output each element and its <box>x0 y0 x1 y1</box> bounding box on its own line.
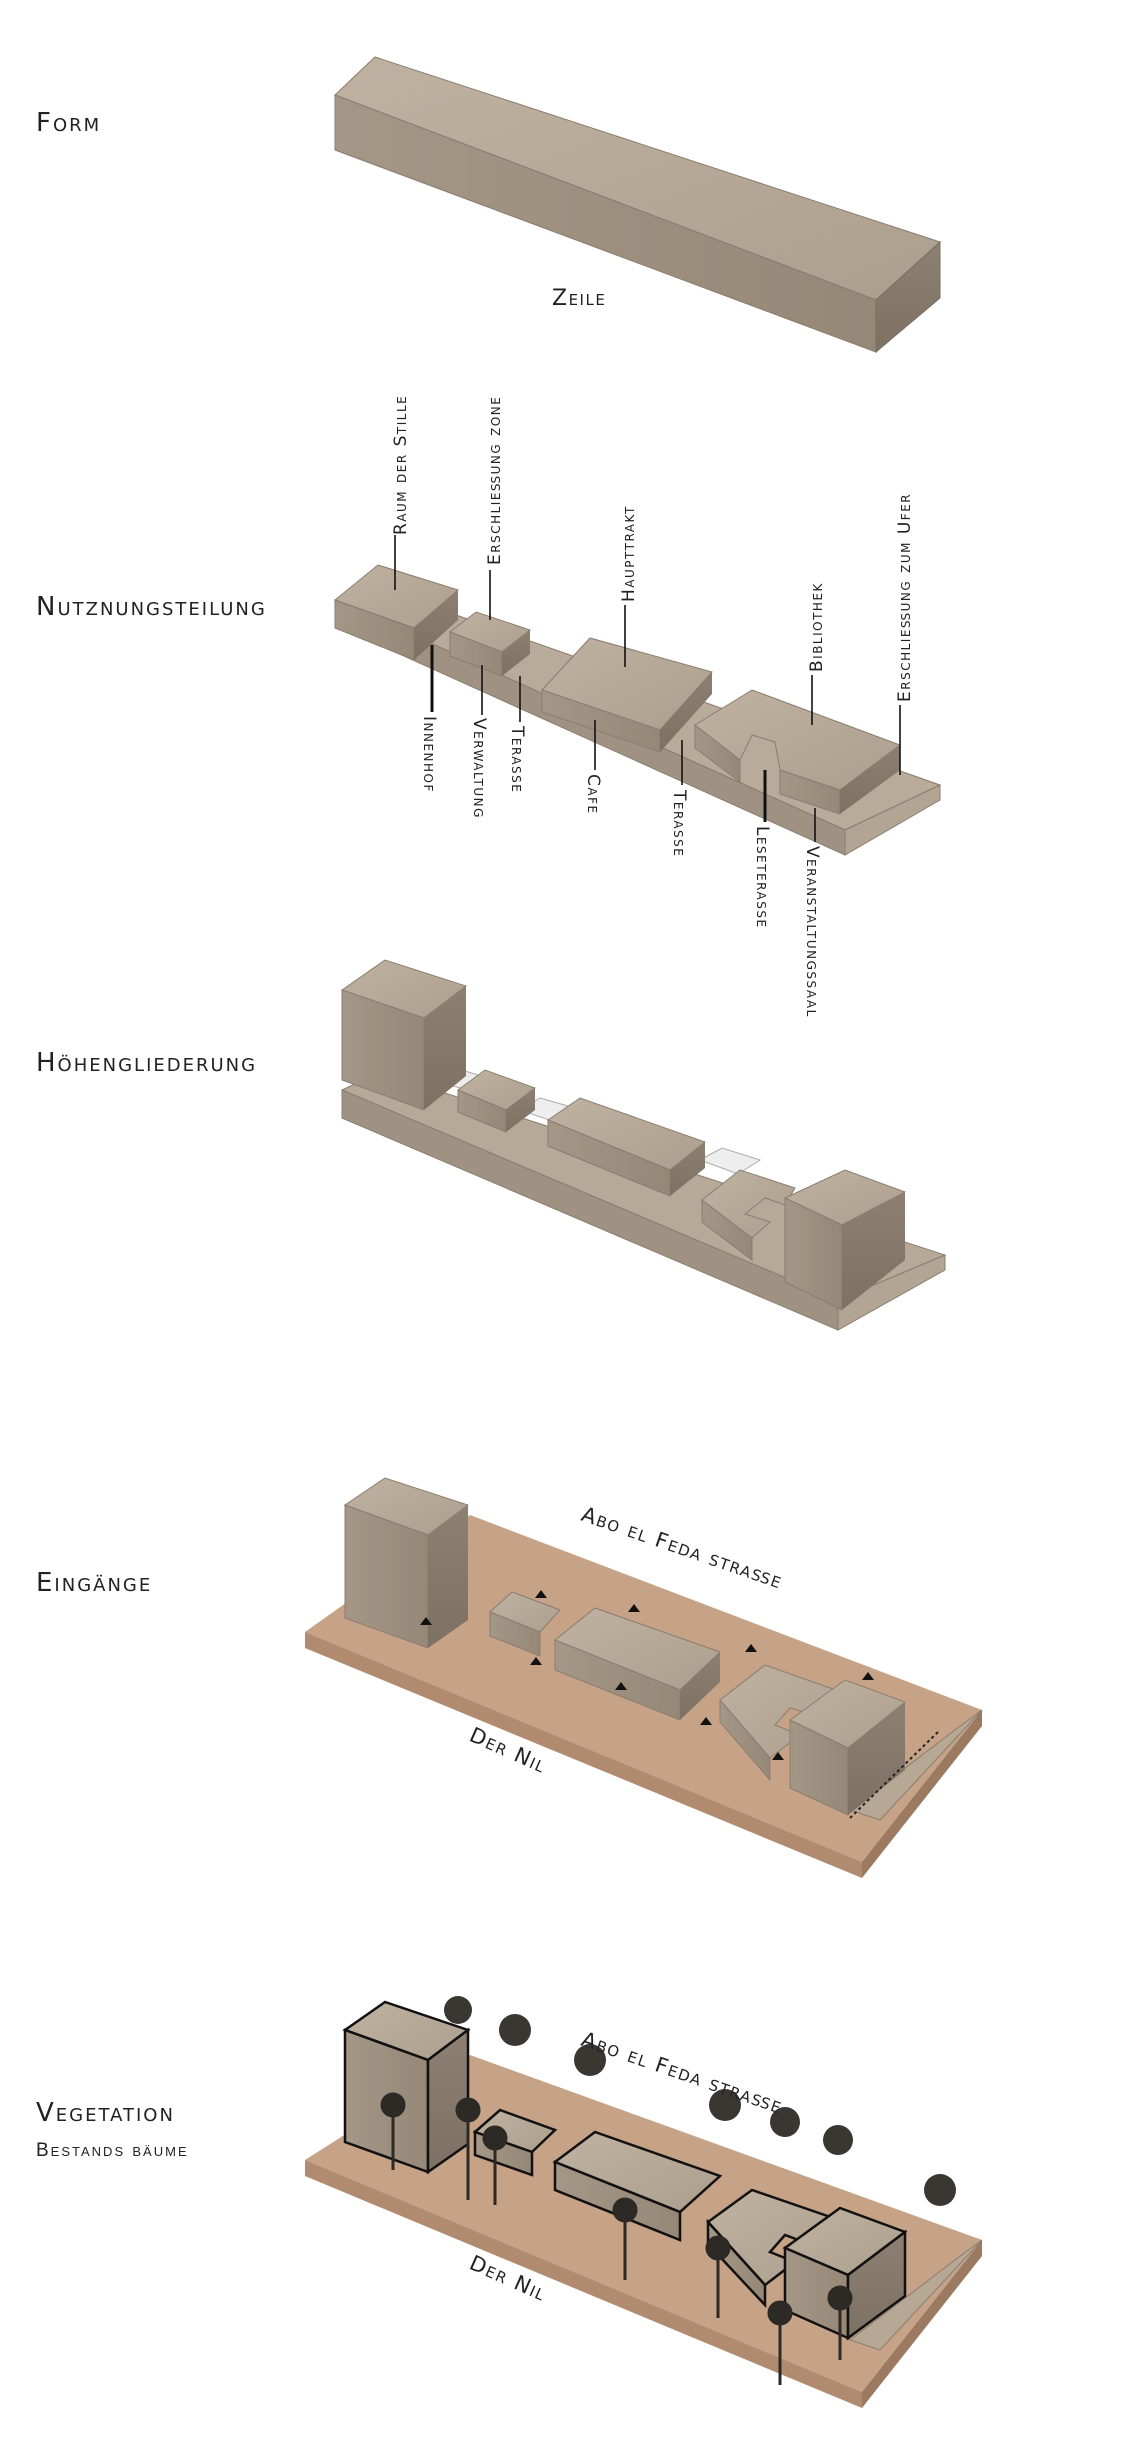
nutzung-label-innenhof: Innenhof <box>419 716 439 793</box>
nutzung-label-haupttrakt: Haupttrakt <box>619 505 639 602</box>
eingaenge-ramp-arrows <box>849 1729 941 1819</box>
section-title-eingaenge: Eingänge <box>36 1568 153 1598</box>
eingaenge-ramp <box>848 1709 983 1821</box>
hoehe-right-side <box>842 1192 905 1310</box>
hoehe-model <box>340 959 947 1331</box>
form-block-side <box>875 240 941 354</box>
nutzung-ramp <box>844 784 941 856</box>
tree-icon <box>499 2014 531 2046</box>
hoehe-base-side <box>837 1254 946 1331</box>
hoehe-main-side <box>670 1142 705 1196</box>
palm-icon <box>380 2092 406 2118</box>
vegetation-block3-top <box>706 2188 848 2287</box>
palm-icon <box>482 2125 508 2151</box>
vegetation-ground-side <box>862 2240 982 2408</box>
vegetation-ground-front <box>305 2160 862 2408</box>
section-subtitle-vegetation: Bestands bäume <box>36 2140 189 2161</box>
nutzung-block-bibliothek-side <box>840 745 900 814</box>
hoehe-small-side <box>506 1088 535 1132</box>
hoehe-glass-3 <box>698 1147 762 1175</box>
vegetation-palms <box>380 2092 853 2385</box>
vegetation-street-label: Abo el Feda straße <box>578 2027 786 2119</box>
nutzung-label-bibliothek: Bibliothek <box>807 582 827 672</box>
nutzung-label-terasse-1: Terasse <box>507 725 527 793</box>
eingaenge-block3-front <box>719 1698 771 1782</box>
eingaenge-block1-front <box>489 1611 541 1657</box>
tree-icon <box>770 2107 800 2137</box>
section-title-vegetation: Vegetation <box>36 2098 175 2128</box>
palm-icon <box>827 2285 853 2311</box>
nutzung-block-stille-side <box>414 590 458 660</box>
hoehe-u-front <box>701 1198 753 1262</box>
tree-icon <box>709 2089 741 2121</box>
vegetation-model <box>305 1996 983 2408</box>
vegetation-block4-side <box>846 2229 907 2341</box>
form-caption: Zeile <box>552 286 606 311</box>
vegetation-street-trees <box>444 1996 956 2206</box>
tree-icon <box>924 2174 956 2206</box>
nutzung-label-leseterasse: Leseterasse <box>752 826 772 929</box>
eingaenge-block3-top <box>719 1664 851 1759</box>
palm-icon <box>767 2300 793 2326</box>
eingaenge-ground-front <box>305 1632 862 1878</box>
eingaenge-model <box>305 1477 983 1878</box>
eingaenge-block4-side <box>848 1702 905 1815</box>
nutzung-label-erschliessung-ufer: Erschließung zum Ufer <box>895 493 915 702</box>
palm-icon <box>612 2197 638 2223</box>
nutzung-model <box>333 564 942 856</box>
palm-icon <box>705 2235 731 2261</box>
form-block <box>334 56 941 354</box>
nutzung-label-raum-der-stille: Raum der Stille <box>391 395 411 535</box>
hoehe-tower-side <box>424 986 466 1110</box>
nutzung-block-bibliothek-front <box>694 723 741 784</box>
nutzung-block-verwaltung-side <box>502 630 530 676</box>
section-title-nutzung: Nutznungsteilung <box>36 592 267 622</box>
nutzung-label-veranstaltungssaal: Veranstaltungssaal <box>802 846 822 1018</box>
nutzung-label-verwaltung: Verwaltung <box>469 718 489 819</box>
tree-icon <box>823 2125 853 2155</box>
nutzung-block-haupt-side <box>660 672 712 752</box>
tree-icon <box>444 1996 472 2024</box>
nutzung-label-cafe: Cafe <box>583 774 603 815</box>
nutzung-label-terasse-2: Terasse <box>669 789 689 857</box>
eingaenge-entrance-markers <box>420 1590 874 1760</box>
section-title-hoehe: Höhengliederung <box>36 1048 258 1078</box>
section-title-form: Form <box>36 108 102 138</box>
nutzung-label-erschliessung-zone: Erschließung zone <box>485 396 505 565</box>
palm-icon <box>455 2097 481 2123</box>
tree-icon <box>574 2044 606 2076</box>
eingaenge-tower-side <box>428 1505 468 1648</box>
nutzung-leader-lines <box>394 535 901 842</box>
vegetation-ramp <box>848 2239 983 2351</box>
hoehe-u-top <box>701 1169 796 1239</box>
eingaenge-block2-side <box>680 1652 720 1720</box>
eingaenge-ground-side <box>862 1710 982 1878</box>
